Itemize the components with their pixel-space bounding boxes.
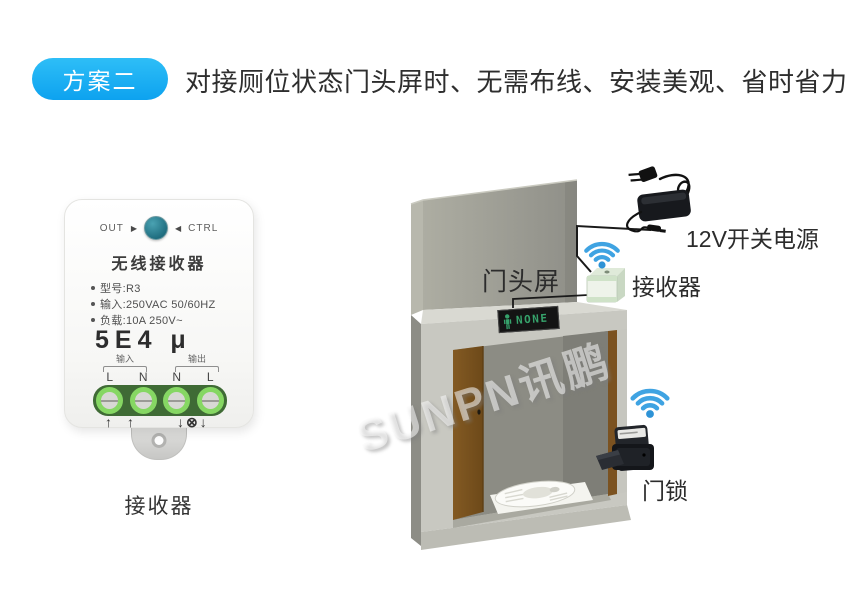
terminal-l2: L <box>206 370 214 384</box>
right-triangle-icon: ▶ <box>130 223 137 233</box>
power-supply-label: 12V开关电源 <box>686 226 819 252</box>
output-arrows: ↓⊗↓ <box>177 414 209 430</box>
terminal-n1: N <box>138 370 148 384</box>
dc-plug <box>646 224 662 232</box>
door-head-display: NONE <box>497 305 560 334</box>
terminal-letters: L N N L <box>93 370 227 384</box>
input-arrows: ↑↑ <box>105 414 149 430</box>
display-wire <box>512 294 589 308</box>
spec-input-text: 输入:250VAC 50/60HZ <box>100 299 216 311</box>
plan-badge: 方案二 <box>32 58 168 100</box>
door-lock <box>596 424 654 471</box>
installation-diagram: NONE 门头屏 接收器 12V开关电源 门锁 <box>395 150 860 590</box>
display-status-text: NONE <box>515 311 549 327</box>
receiver-box <box>586 268 625 303</box>
screw-terminal <box>196 387 224 414</box>
dc-cable <box>626 210 650 233</box>
spec-model-text: 型号:R3 <box>100 283 141 295</box>
keyhole <box>477 409 481 415</box>
input-terminal-group: 输入 <box>97 352 153 372</box>
spec-load-text: 负载:10A 250V~ <box>100 315 183 327</box>
mount-hole <box>151 433 167 448</box>
certification-marking: 5E4 μ <box>95 326 192 354</box>
door-lock-label: 门锁 <box>642 478 688 504</box>
diagram-receiver-label: 接收器 <box>632 274 701 300</box>
stall-door <box>453 346 484 520</box>
pair-button <box>143 216 168 240</box>
screw-terminal <box>129 387 157 414</box>
spec-load: 负载:10A 250V~ <box>91 312 216 328</box>
module-specs: 型号:R3 输入:250VAC 50/60HZ 负载:10A 250V~ <box>91 280 216 328</box>
terminal-n2: N <box>172 370 182 384</box>
bullet-icon <box>91 286 95 290</box>
bullet-icon <box>91 302 95 306</box>
module-port-row: OUT ▶ ◀ CTRL <box>65 216 253 240</box>
terminal-l1: L <box>106 370 114 384</box>
output-terminal-group: 输出 <box>169 352 225 372</box>
power-wire <box>576 224 652 273</box>
screw-terminal <box>163 387 191 414</box>
left-triangle-icon: ◀ <box>174 223 182 233</box>
module-title: 无线接收器 <box>111 256 207 273</box>
occupancy-person-icon <box>503 313 512 329</box>
spec-input: 输入:250VAC 50/60HZ <box>91 296 216 312</box>
spec-model: 型号:R3 <box>91 280 216 296</box>
output-bracket <box>175 366 219 372</box>
out-port-label: OUT <box>99 222 124 234</box>
back-wall <box>410 179 578 315</box>
ac-plug <box>628 166 658 183</box>
input-group-label: 输入 <box>115 354 134 364</box>
wireless-receiver-module: OUT ▶ ◀ CTRL 无线接收器 型号:R3 输入:250VAC 50/60… <box>64 199 254 430</box>
screw-terminal <box>96 387 123 414</box>
bullet-icon <box>91 318 95 322</box>
output-group-label: 输出 <box>187 354 206 364</box>
module-mount-tab <box>131 424 187 460</box>
squat-toilet <box>494 480 576 508</box>
stall-illustration <box>410 166 691 550</box>
door-frame <box>608 330 617 496</box>
module-caption: 接收器 <box>124 495 194 518</box>
power-adapter <box>626 166 691 233</box>
terminal-block <box>93 385 227 416</box>
headline-text: 对接厕位状态门头屏时、无需布线、安装美观、省时省力 <box>185 67 848 97</box>
input-bracket <box>103 366 147 372</box>
toilet-stall <box>411 302 631 550</box>
door-screen-label: 门头屏 <box>482 268 561 296</box>
ctrl-port-label: CTRL <box>188 222 219 234</box>
